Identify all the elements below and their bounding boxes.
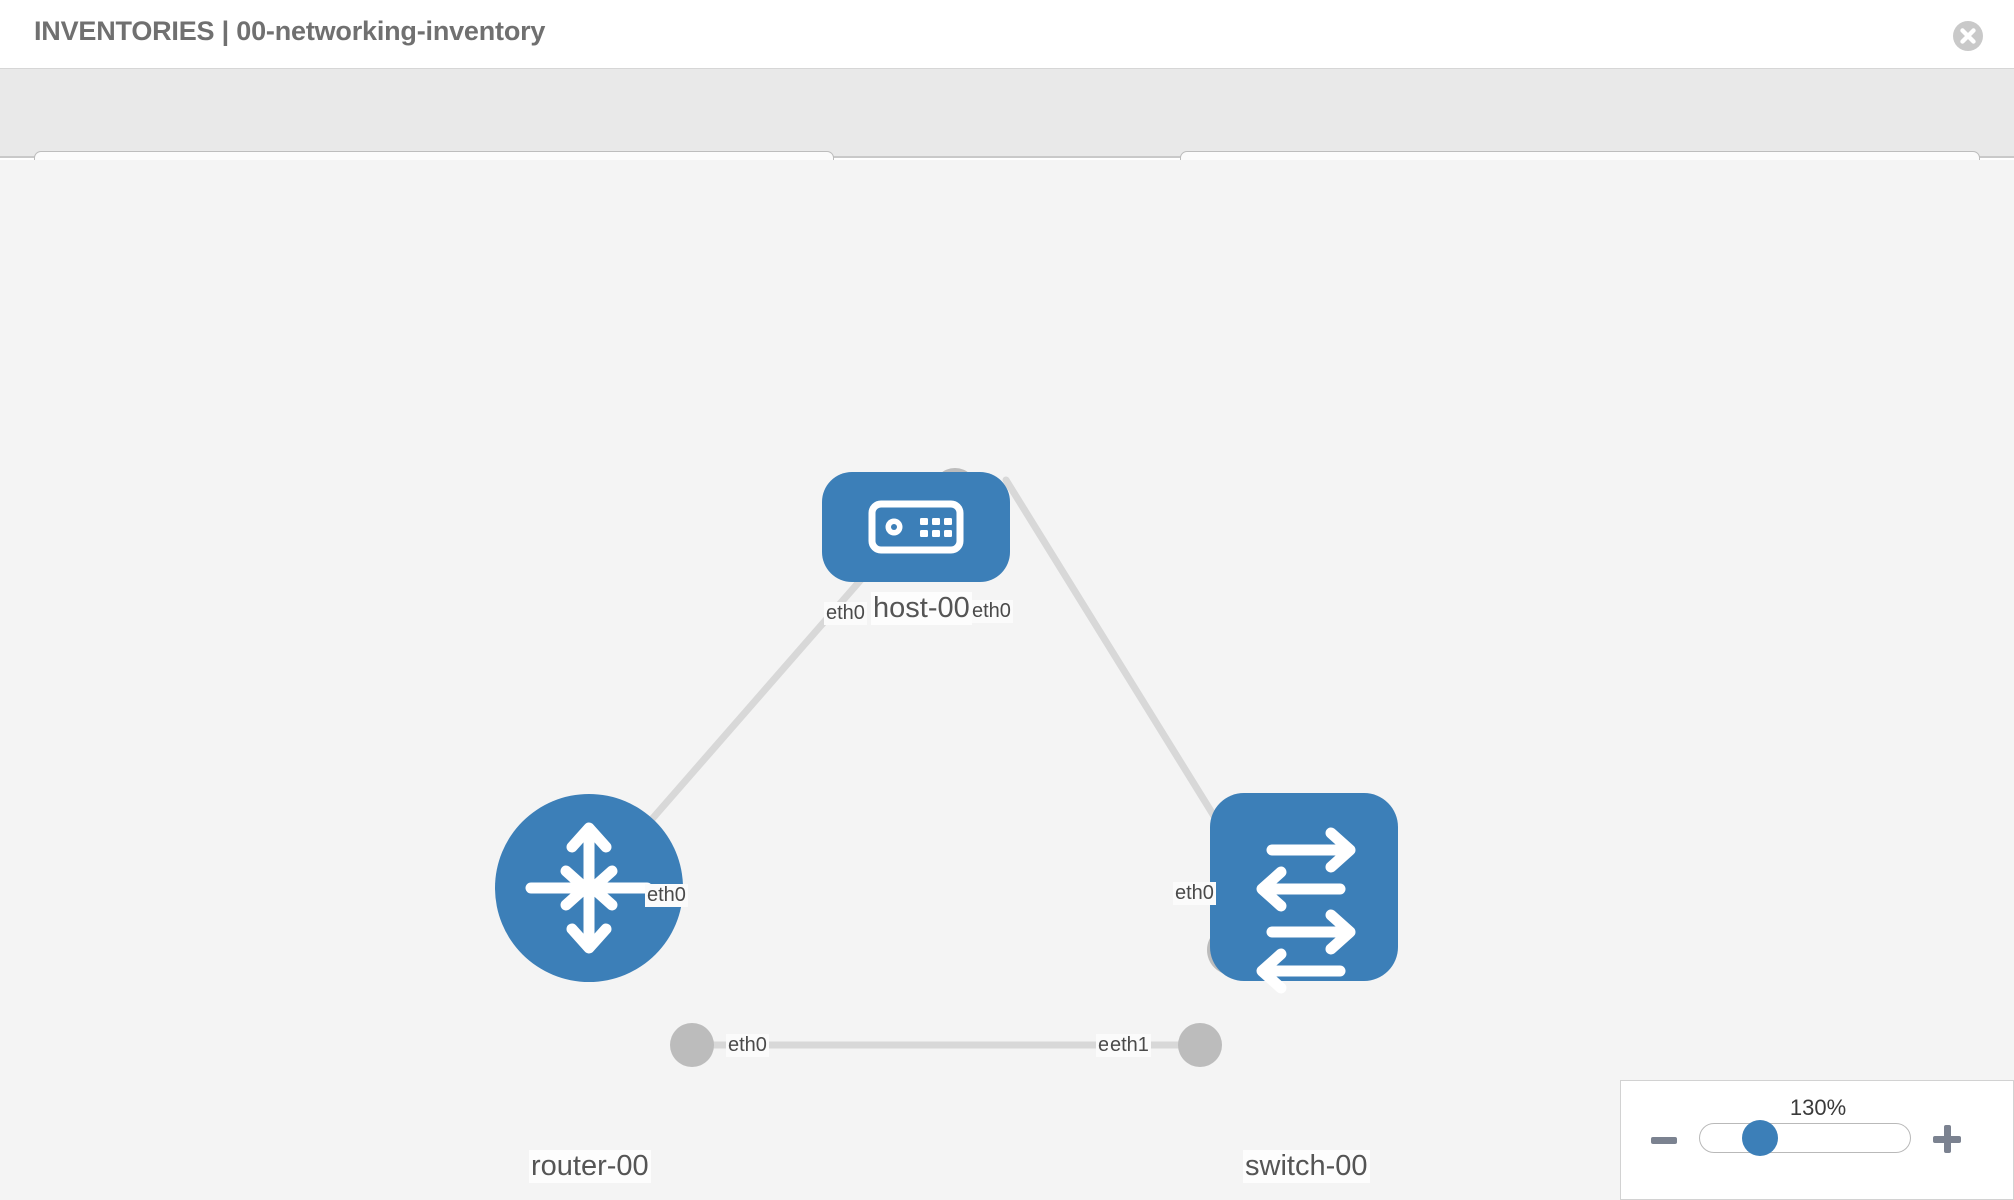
- edge-label-router-switch-near: eth0: [726, 1034, 769, 1057]
- zoom-slider-thumb[interactable]: [1742, 1120, 1778, 1156]
- interface-nub: [1178, 1023, 1222, 1067]
- server-icon: [868, 500, 964, 554]
- page-title: INVENTORIES | 00-networking-inventory: [34, 16, 546, 46]
- toolbar: ACTIONS SEARCH: [0, 68, 2014, 207]
- edge-label-host-router-far: eth0: [645, 884, 688, 907]
- link-host-switch: [1002, 476, 1239, 854]
- zoom-control: 130%: [1620, 1080, 2014, 1200]
- router-icon: [525, 822, 653, 954]
- edge-label-host-switch-near: eth0: [970, 600, 1013, 623]
- edge-label-router-switch-far: eth1: [1108, 1034, 1151, 1057]
- node-host-00[interactable]: [822, 472, 1010, 582]
- node-switch-00[interactable]: [1210, 793, 1398, 994]
- close-icon[interactable]: [1952, 20, 1984, 52]
- node-label-router-00: router-00: [529, 1150, 651, 1183]
- zoom-percent-label: 130%: [1789, 1095, 1847, 1120]
- zoom-in-button[interactable]: [1933, 1125, 1961, 1153]
- topology-graph: [495, 468, 1398, 1067]
- node-router-00[interactable]: [495, 794, 683, 982]
- interface-nub: [670, 1023, 714, 1067]
- topology-canvas[interactable]: eth0 eth0 eth0 eth0 eth0 eth0 eth1 host-…: [0, 160, 2014, 1200]
- node-label-switch-00: switch-00: [1243, 1150, 1370, 1183]
- edge-label-host-switch-far: eth0: [1173, 882, 1216, 905]
- zoom-slider-track[interactable]: [1699, 1123, 1911, 1153]
- node-label-host-00: host-00: [871, 592, 972, 625]
- zoom-out-button[interactable]: [1651, 1137, 1677, 1144]
- edge-label-host-router-near: eth0: [824, 602, 867, 625]
- switch-icon: [1256, 827, 1356, 994]
- page-header: INVENTORIES | 00-networking-inventory: [0, 0, 2014, 68]
